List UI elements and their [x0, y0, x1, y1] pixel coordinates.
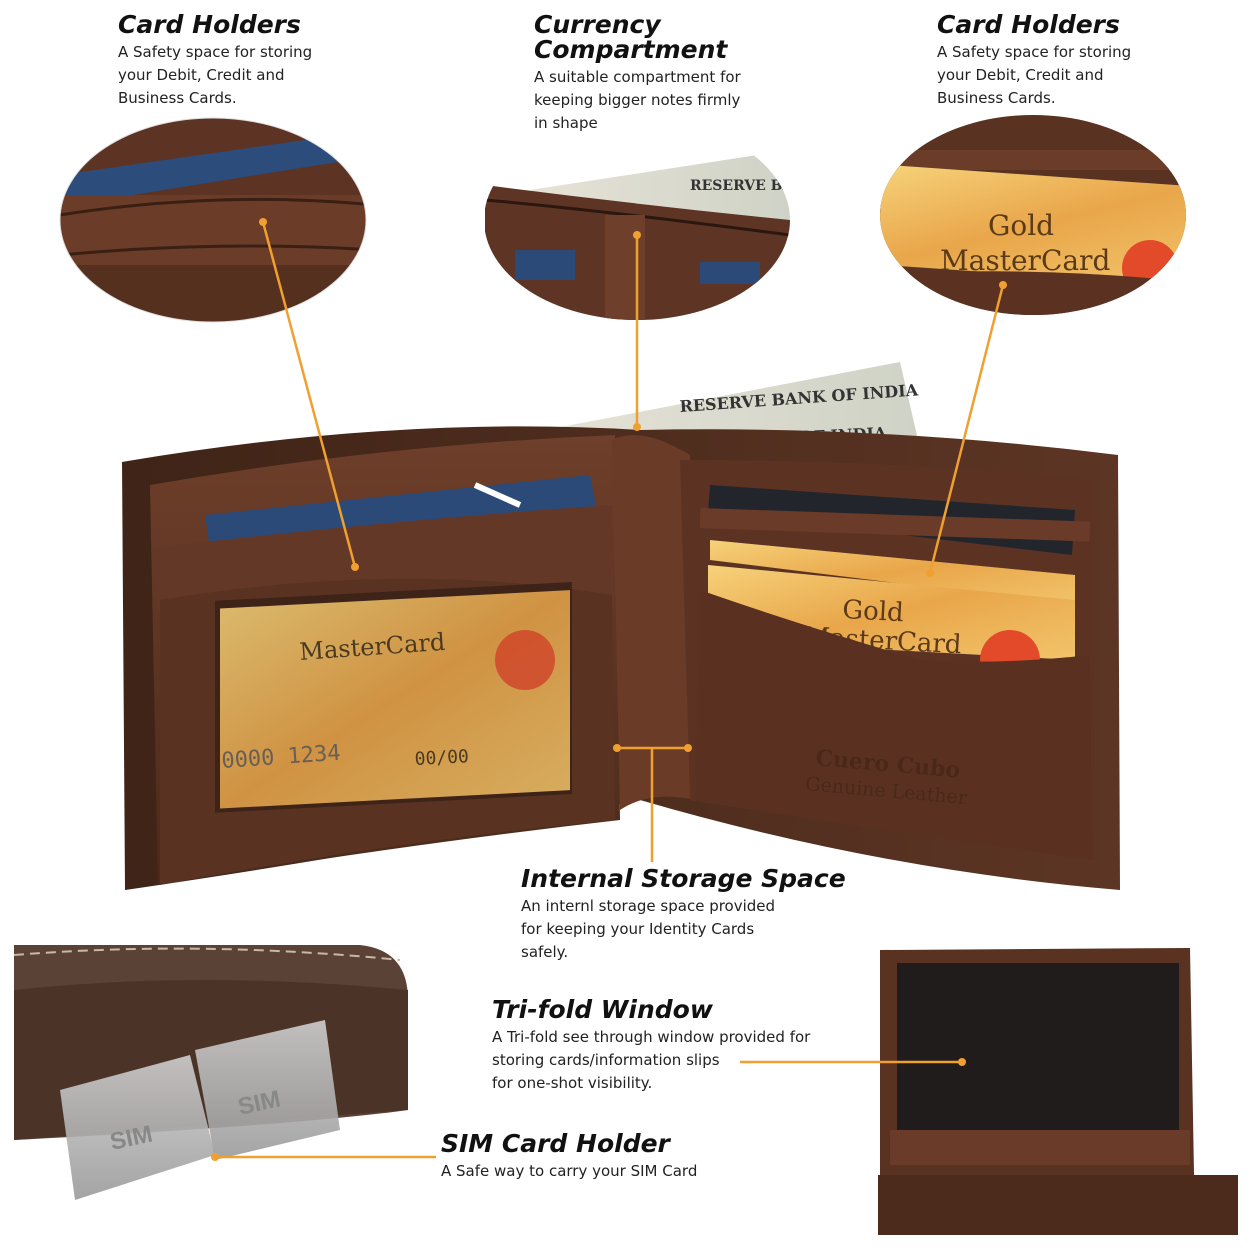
callout-internal-storage: Internal Storage Space An internl storag… — [521, 866, 846, 964]
zoom-card-holders-right: Gold MasterCard — [880, 115, 1186, 315]
callout-description: A Tri-fold see through window provided f… — [492, 1028, 811, 1092]
wallet-main: RESERVE BANK OF INDIA BANK OF INDIA Mast… — [122, 362, 1120, 890]
sim-holder-photo: SIM SIM — [13, 945, 408, 1200]
callout-title: Internal Storage Space — [521, 864, 846, 893]
callout-trifold-window: Tri-fold Window A Tri-fold see through w… — [492, 997, 810, 1095]
callout-description: A Safety space for storing your Debit, C… — [118, 43, 313, 107]
callout-title: Card Holders — [118, 10, 301, 39]
trifold-window-photo — [878, 948, 1238, 1235]
zoom-card-holders-left — [60, 118, 366, 322]
callout-title: Card Holders — [937, 10, 1120, 39]
wallet-card-tier: Gold — [842, 595, 905, 628]
callout-title: Currency Compartment — [534, 10, 728, 64]
callout-card-holders-right: Card Holders A Safety space for storing … — [937, 12, 1131, 110]
window-card-expiry: 00/00 — [414, 746, 469, 770]
callout-currency-compartment: Currency Compartment A suitable compartm… — [534, 12, 741, 135]
callout-card-holders-left: Card Holders A Safety space for storing … — [118, 12, 312, 110]
zoom-currency: RESERVE BANK OF INDIA — [484, 120, 900, 320]
zoom-note-text: RESERVE BANK OF INDIA — [690, 178, 900, 194]
callout-description: An internl storage space provided for ke… — [521, 897, 776, 961]
callout-sim-card-holder: SIM Card Holder A Safe way to carry your… — [441, 1131, 697, 1183]
callout-description: A suitable compartment for keeping bigge… — [534, 68, 741, 132]
callout-title: Tri-fold Window — [492, 995, 713, 1024]
zoom-card-tier: Gold — [988, 209, 1054, 242]
callout-description: A Safety space for storing your Debit, C… — [937, 43, 1132, 107]
callout-lines — [211, 218, 1007, 1161]
callout-description: A Safe way to carry your SIM Card — [441, 1162, 698, 1180]
callout-title: SIM Card Holder — [441, 1129, 670, 1158]
